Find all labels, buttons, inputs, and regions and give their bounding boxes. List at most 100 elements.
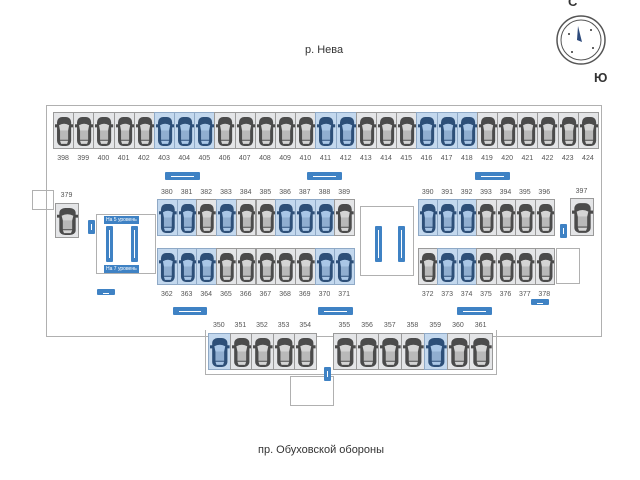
slot-number: 356: [361, 322, 373, 329]
slot-number: 417: [440, 155, 453, 162]
parking-slot-408[interactable]: [254, 112, 277, 149]
parking-slot-370[interactable]: [314, 248, 336, 285]
parking-slot-354[interactable]: [294, 333, 317, 370]
parking-slot-401[interactable]: [113, 112, 135, 149]
car-icon: [335, 338, 356, 367]
parking-slot-387[interactable]: [294, 199, 316, 236]
parking-slot-361[interactable]: [469, 333, 493, 370]
parking-slot-384[interactable]: [235, 199, 257, 236]
slot-number: 415: [400, 155, 413, 162]
parking-slot-412[interactable]: [335, 112, 357, 149]
parking-slot-402[interactable]: [133, 112, 155, 149]
parking-slot-414[interactable]: [375, 112, 398, 149]
parking-slot-372[interactable]: [418, 248, 439, 285]
parking-slot-374[interactable]: [456, 248, 478, 285]
direction-arrow-left: [318, 307, 353, 315]
parking-slot-397[interactable]: [570, 198, 594, 236]
car-icon: [425, 338, 447, 367]
slot-number: 410: [299, 155, 312, 162]
car-icon: [296, 204, 315, 233]
parking-slot-411[interactable]: [315, 112, 337, 149]
car-icon: [420, 253, 438, 282]
parking-slot-378[interactable]: [534, 248, 555, 285]
parking-slot-424[interactable]: [577, 112, 599, 149]
parking-slot-396[interactable]: [534, 199, 555, 236]
parking-slot-419[interactable]: [476, 112, 499, 149]
parking-slot-399[interactable]: [73, 112, 95, 149]
parking-slot-400[interactable]: [93, 112, 115, 149]
parking-slot-360[interactable]: [446, 333, 471, 370]
slot-number: 400: [97, 155, 110, 162]
car-icon: [380, 338, 402, 367]
slot-number: 374: [460, 291, 473, 298]
parking-slot-410[interactable]: [295, 112, 317, 149]
parking-slot-386[interactable]: [275, 199, 296, 236]
parking-slot-418[interactable]: [456, 112, 478, 149]
parking-slot-358[interactable]: [401, 333, 425, 370]
parking-slot-368[interactable]: [275, 248, 296, 285]
parking-slot-417[interactable]: [436, 112, 458, 149]
parking-slot-359[interactable]: [423, 333, 448, 370]
parking-slot-423[interactable]: [557, 112, 579, 149]
car-icon: [497, 253, 516, 282]
parking-slot-376[interactable]: [495, 248, 517, 285]
parking-slot-422[interactable]: [537, 112, 559, 149]
ramp-label-level-5: На 5 уровень: [104, 216, 139, 224]
parking-slot-356[interactable]: [355, 333, 380, 370]
parking-slot-413[interactable]: [355, 112, 377, 149]
parking-slot-403[interactable]: [153, 112, 176, 149]
car-icon: [336, 253, 354, 282]
parking-slot-421[interactable]: [517, 112, 539, 149]
parking-slot-352[interactable]: [251, 333, 274, 370]
car-icon: [420, 204, 438, 233]
parking-slot-407[interactable]: [234, 112, 256, 149]
parking-slot-350[interactable]: [208, 333, 231, 370]
parking-slot-398[interactable]: [53, 112, 75, 149]
slot-number: 363: [180, 291, 193, 298]
parking-slot-388[interactable]: [314, 199, 336, 236]
parking-slot-391[interactable]: [437, 199, 458, 236]
parking-slot-369[interactable]: [294, 248, 316, 285]
parking-slot-366[interactable]: [235, 248, 257, 285]
parking-slot-362[interactable]: [157, 248, 178, 285]
parking-slot-392[interactable]: [456, 199, 478, 236]
parking-slot-416[interactable]: [416, 112, 438, 149]
parking-slot-380[interactable]: [157, 199, 178, 236]
parking-slot-394[interactable]: [495, 199, 517, 236]
parking-slot-357[interactable]: [378, 333, 403, 370]
parking-slot-379[interactable]: [55, 203, 79, 238]
parking-slot-389[interactable]: [334, 199, 355, 236]
parking-slot-405[interactable]: [194, 112, 216, 149]
parking-slot-377[interactable]: [515, 248, 536, 285]
parking-slot-382[interactable]: [196, 199, 218, 236]
parking-slot-393[interactable]: [476, 199, 497, 236]
outer-wall: [46, 105, 602, 337]
parking-slot-363[interactable]: [176, 248, 198, 285]
parking-slot-404[interactable]: [174, 112, 196, 149]
parking-slot-367[interactable]: [255, 248, 277, 285]
parking-slot-375[interactable]: [476, 248, 497, 285]
parking-slot-353[interactable]: [272, 333, 296, 370]
parking-slot-390[interactable]: [418, 199, 439, 236]
parking-slot-395[interactable]: [515, 199, 536, 236]
parking-slot-351[interactable]: [229, 333, 253, 370]
slot-number: 387: [298, 189, 311, 196]
slot-number: 398: [57, 155, 69, 162]
slot-number: 414: [380, 155, 392, 162]
parking-slot-385[interactable]: [255, 199, 277, 236]
parking-slot-364[interactable]: [196, 248, 218, 285]
parking-slot-373[interactable]: [437, 248, 458, 285]
parking-slot-415[interactable]: [396, 112, 418, 149]
parking-slot-420[interactable]: [497, 112, 519, 149]
parking-slot-381[interactable]: [176, 199, 198, 236]
parking-slot-409[interactable]: [275, 112, 297, 149]
parking-slot-406[interactable]: [214, 112, 236, 149]
slot-number: 395: [519, 189, 531, 196]
car-icon: [497, 204, 516, 233]
slot-number: 391: [441, 189, 453, 196]
parking-slot-383[interactable]: [216, 199, 237, 236]
parking-slot-355[interactable]: [333, 333, 357, 370]
parking-slot-365[interactable]: [216, 248, 237, 285]
slot-number: 397: [575, 188, 588, 195]
parking-slot-371[interactable]: [334, 248, 355, 285]
